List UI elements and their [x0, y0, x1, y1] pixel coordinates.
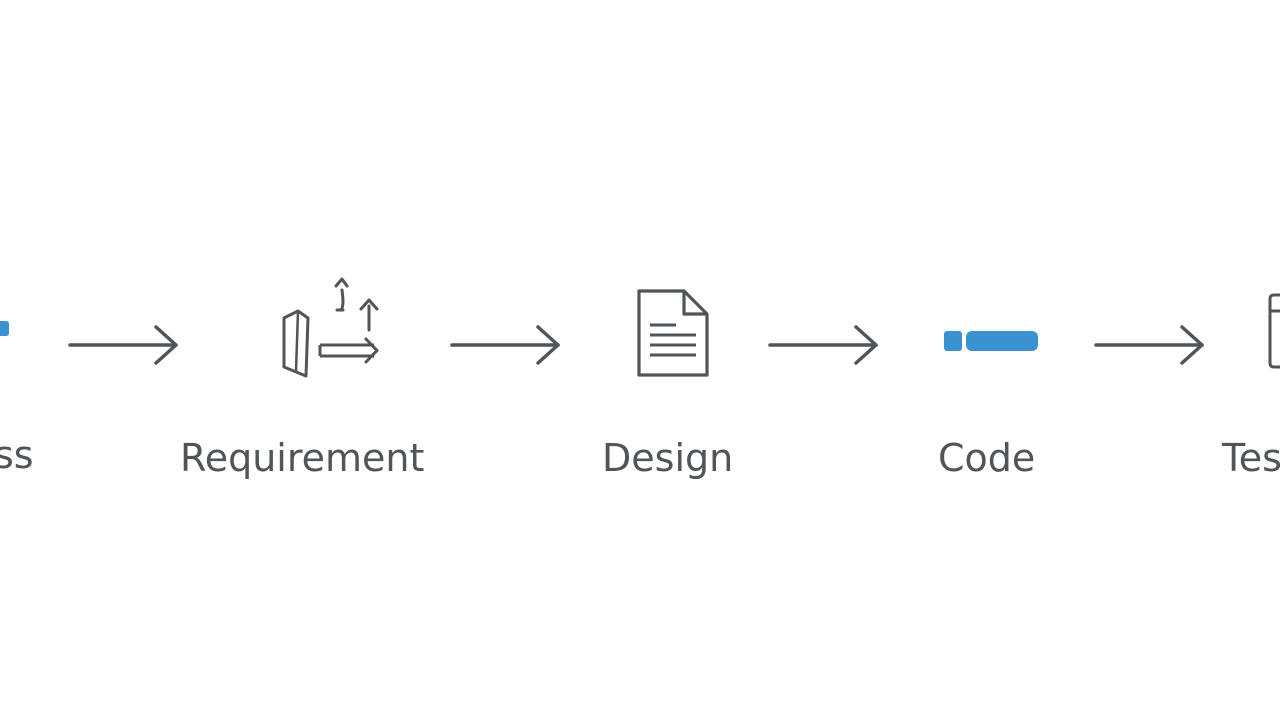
- stage-label-code: Code: [938, 436, 1036, 480]
- flow-arrow-1: [68, 324, 180, 366]
- document-icon: [636, 288, 710, 378]
- stage-label-partial: ss: [0, 433, 34, 477]
- stage-label-design: Design: [602, 436, 734, 480]
- test-window-icon: [1268, 293, 1280, 369]
- partial-stage-icon: [0, 318, 12, 340]
- requirement-arrows-icon: [280, 276, 385, 381]
- flow-arrow-3: [768, 324, 880, 366]
- flow-arrow-4: [1094, 324, 1206, 366]
- flow-arrow-2: [450, 324, 562, 366]
- stage-label-test: Tes: [1222, 436, 1280, 480]
- code-bar-icon: [943, 329, 1039, 353]
- stage-label-requirement: Requirement: [180, 436, 425, 480]
